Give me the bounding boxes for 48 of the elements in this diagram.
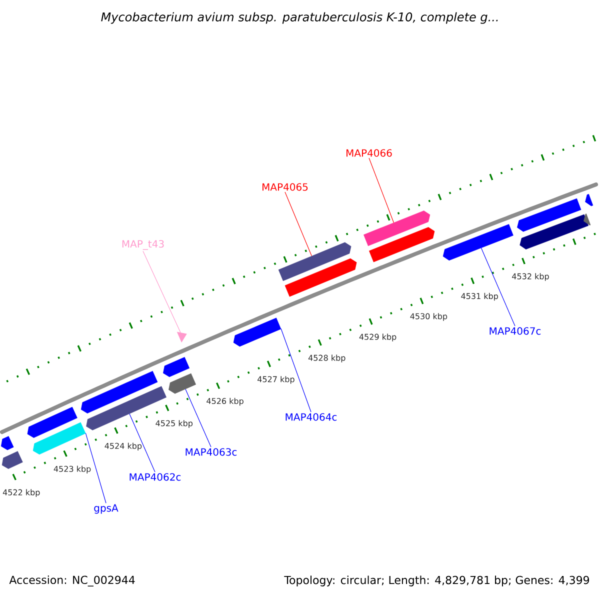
gene-label: MAP4066 (346, 149, 392, 157)
gene-block (32, 422, 86, 455)
gene-block (284, 258, 357, 297)
scale-label: 4532 kbp (512, 273, 549, 281)
gene-block (369, 227, 435, 262)
scale-label: 4524 kbp (104, 442, 142, 450)
scale-label: 4530 kbp (410, 313, 448, 321)
footer-text: Topology: circular; Length: 4,829,781 bp; Genes: 4,399 (284, 576, 590, 586)
gene-block (2, 451, 23, 469)
gene-label: MAP_t43 (122, 240, 164, 250)
scale-label: 4531 kbp (461, 292, 498, 301)
title: Mycobacterium avium subsp. paratuberculosis K-10, complete g... (101, 12, 498, 24)
gene-block (0, 436, 14, 450)
gene-block (163, 357, 190, 378)
gene-block (584, 214, 591, 226)
leader-line (85, 432, 106, 504)
gene-block (233, 318, 282, 347)
gene-block (520, 214, 589, 250)
gene-block (442, 224, 514, 261)
scale-label: 4525 kbp (156, 420, 193, 428)
leader-line (129, 414, 156, 472)
leader-line (280, 328, 312, 412)
leader-line (368, 158, 394, 223)
scale-label: 4522 kbp (2, 489, 40, 497)
gene-block (80, 370, 158, 414)
gene-label: MAP4065 (262, 183, 308, 191)
gene-label: gpsA (94, 504, 118, 514)
gene-label: MAP4064c (286, 413, 337, 421)
footer-text: Accession: NC_002944 (9, 576, 135, 586)
gene-block (278, 242, 352, 281)
scale-label: 4526 kbp (206, 398, 244, 406)
gene-block (27, 406, 78, 438)
scale-label: 4527 kbp (258, 376, 294, 384)
gene-block (585, 194, 594, 206)
gene-block (517, 198, 582, 232)
scale-label: 4523 kbp (54, 466, 91, 474)
gene-label: MAP4062c (130, 473, 181, 481)
leader-line (142, 250, 181, 333)
gene-block (176, 332, 187, 342)
gene-block (168, 373, 196, 394)
leader-line (480, 248, 516, 326)
gene-label: MAP4063c (186, 448, 237, 456)
leader-line (284, 192, 312, 256)
scale-label: 4528 kbp (308, 354, 346, 362)
scale-label: 4529 kbp (359, 334, 396, 342)
gene-block (364, 210, 430, 246)
leader-line (185, 388, 212, 448)
gene-label: MAP4067c (490, 327, 541, 335)
